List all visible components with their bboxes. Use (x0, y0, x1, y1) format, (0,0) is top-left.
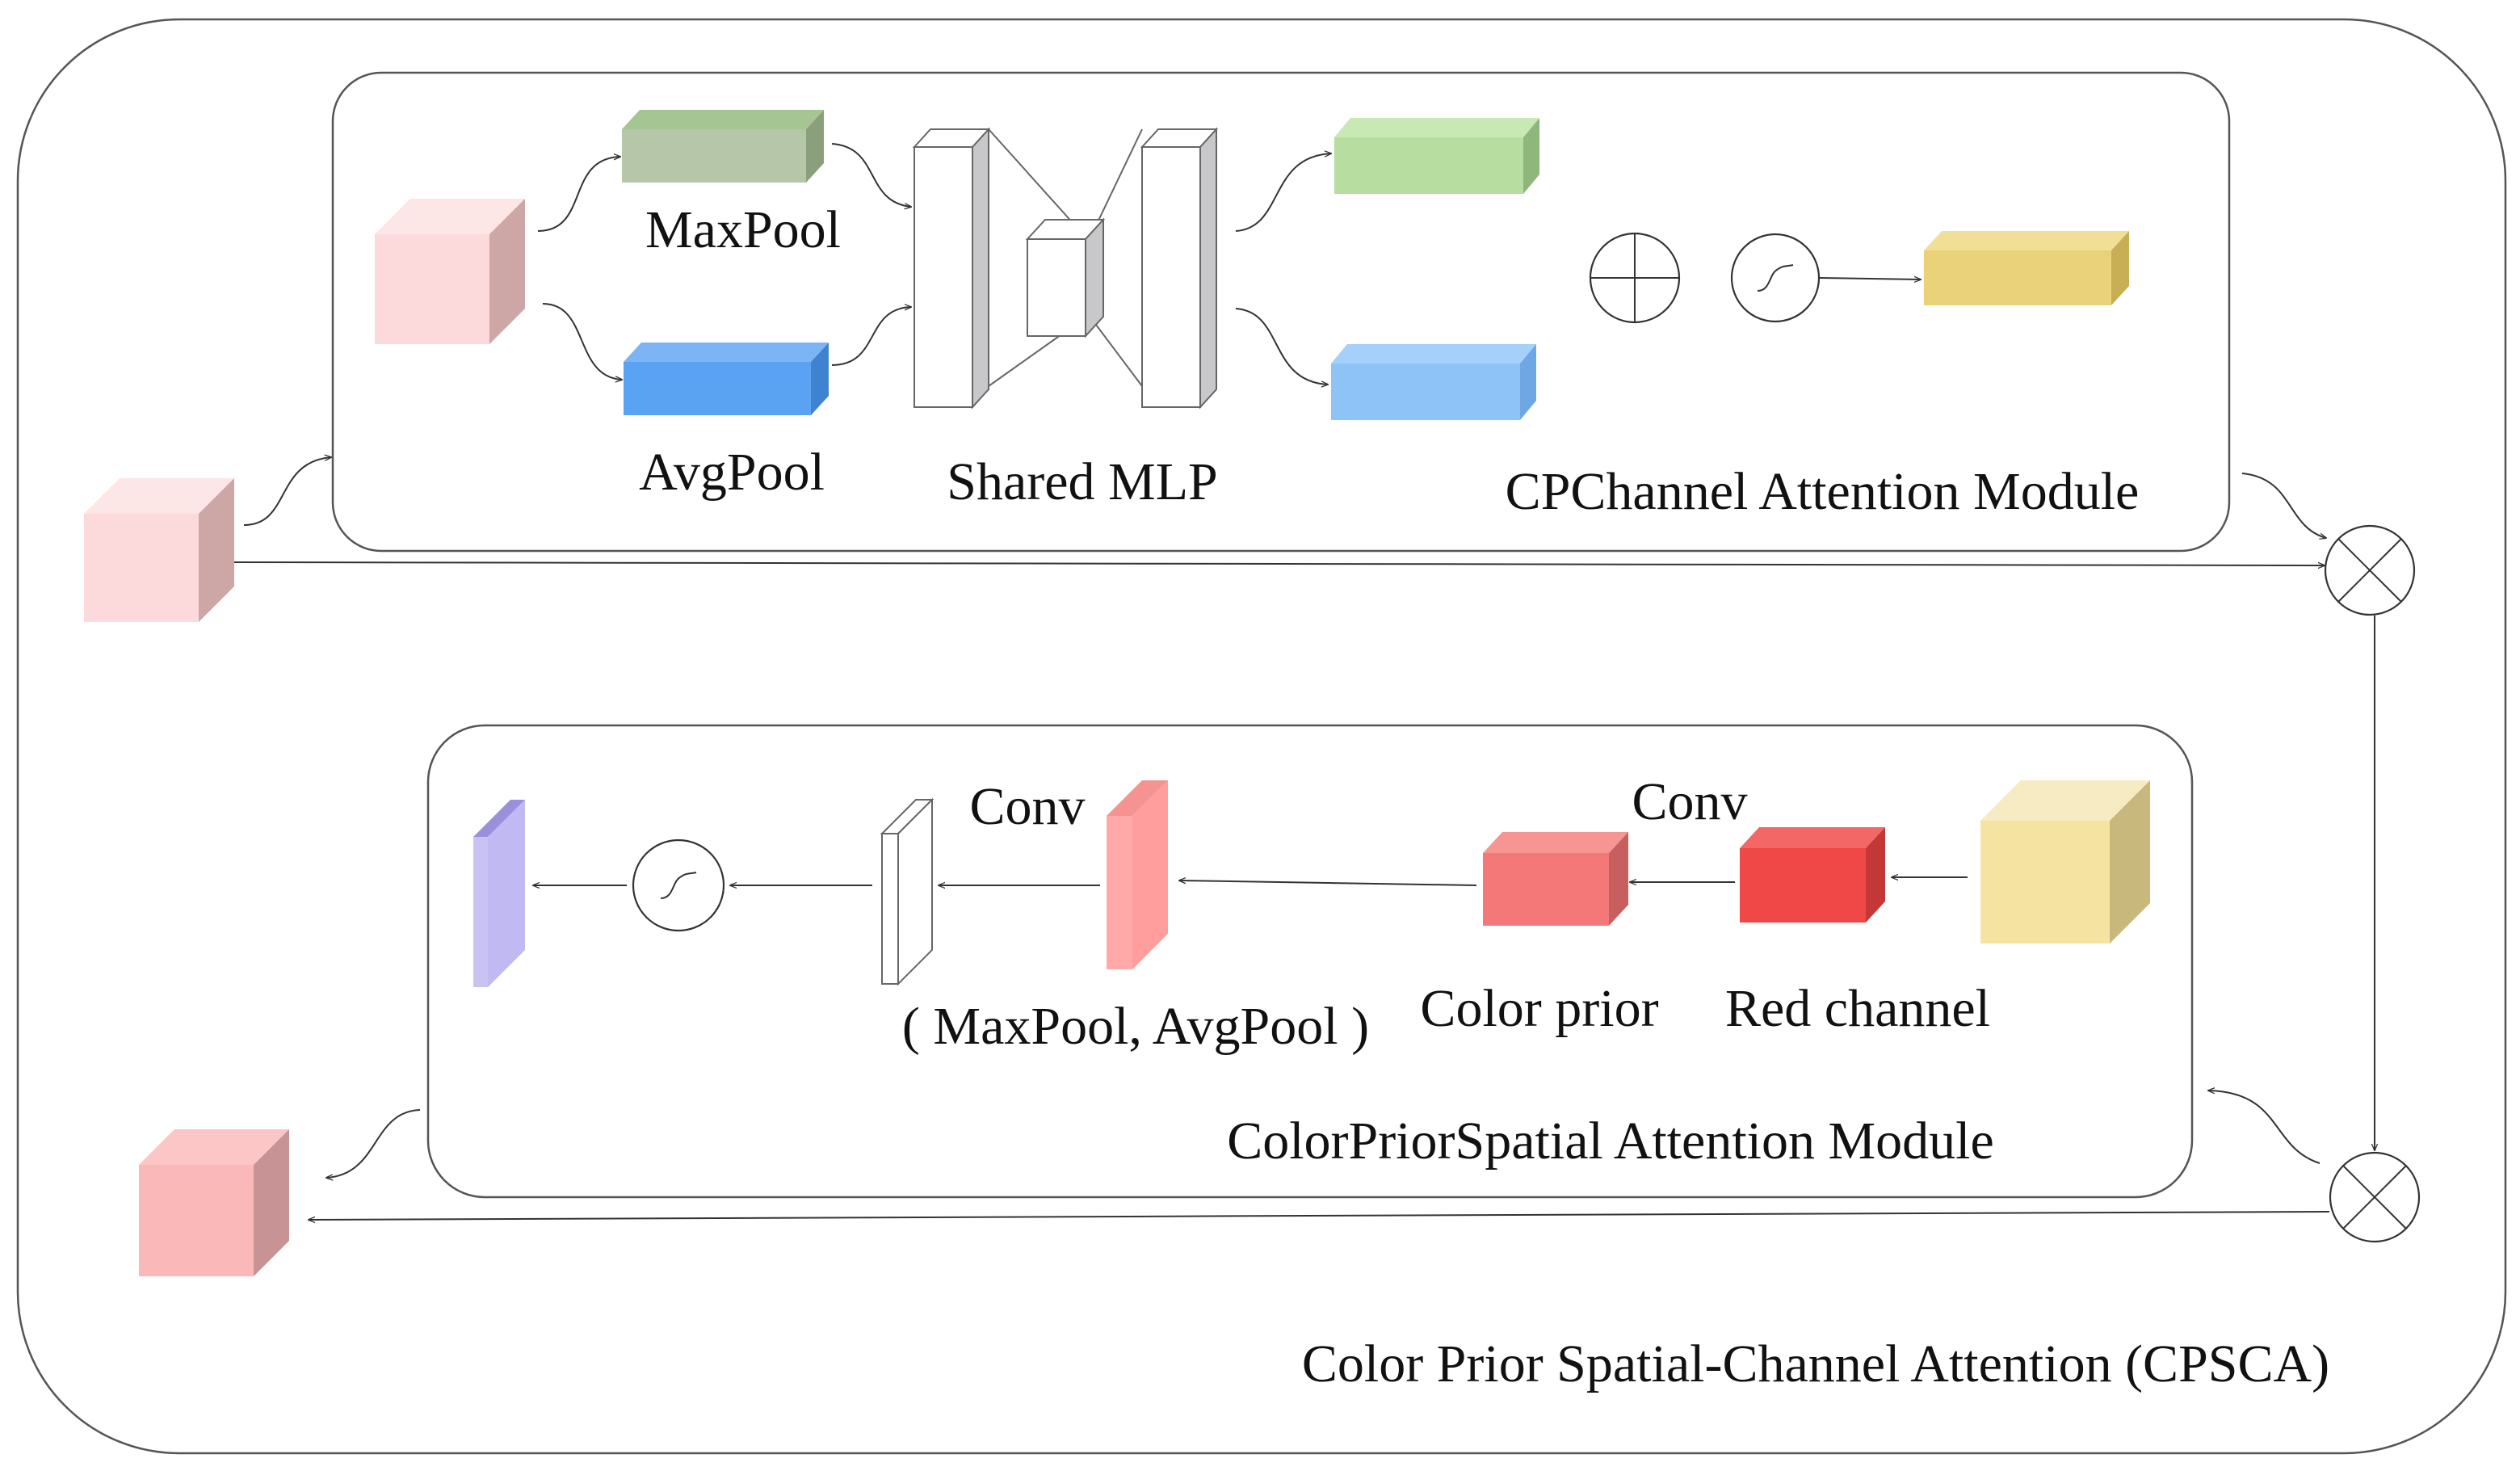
overall-title: Color Prior Spatial-Channel Attention (C… (1302, 1334, 2329, 1393)
shared-mlp-label: Shared MLP (947, 452, 1217, 511)
sigmoid-icon (1730, 233, 1821, 323)
final-output-cube (139, 1129, 289, 1276)
avgpool-label: AvgPool (639, 443, 825, 502)
conv-feature-map (1107, 780, 1168, 969)
sum-icon (1589, 232, 1681, 324)
channel-attention-weight (1924, 231, 2129, 305)
shared-mlp (912, 127, 1219, 410)
maxpool-mlp-output (1334, 118, 1539, 194)
maxpool-block (622, 110, 824, 183)
sigmoid-icon (632, 838, 725, 932)
avgpool-block (624, 343, 829, 415)
channel-module-label: CPChannel Attention Module (1506, 462, 2140, 521)
pooled-map (880, 797, 934, 986)
color-prior-label: Color prior (1420, 979, 1658, 1038)
avgpool-mlp-output (1331, 344, 1536, 420)
color-prior-block (1483, 832, 1628, 926)
outer-frame (16, 18, 2507, 1455)
channel-input-cube (375, 199, 525, 344)
input-feature-cube (84, 478, 234, 622)
conv-label-right: Conv (1632, 772, 1747, 831)
pool-concat-label: ( MaxPool, AvgPool ) (902, 997, 1369, 1056)
conv-label-left: Conv (969, 777, 1085, 836)
spatial-module-label: ColorPriorSpatial Attention Module (1227, 1112, 1994, 1170)
connectors (233, 143, 2375, 1220)
channel-refined-cube (1980, 780, 2150, 944)
multiply-icon (2324, 524, 2416, 616)
spatial-attention-weight (473, 800, 525, 987)
red-channel-block (1740, 827, 1885, 923)
multiply-icon (2329, 1151, 2421, 1243)
red-channel-label: Red channel (1725, 979, 1990, 1038)
spatial-attention-frame (426, 724, 2194, 1199)
maxpool-label: MaxPool (645, 200, 841, 259)
channel-attention-frame (331, 71, 2231, 553)
